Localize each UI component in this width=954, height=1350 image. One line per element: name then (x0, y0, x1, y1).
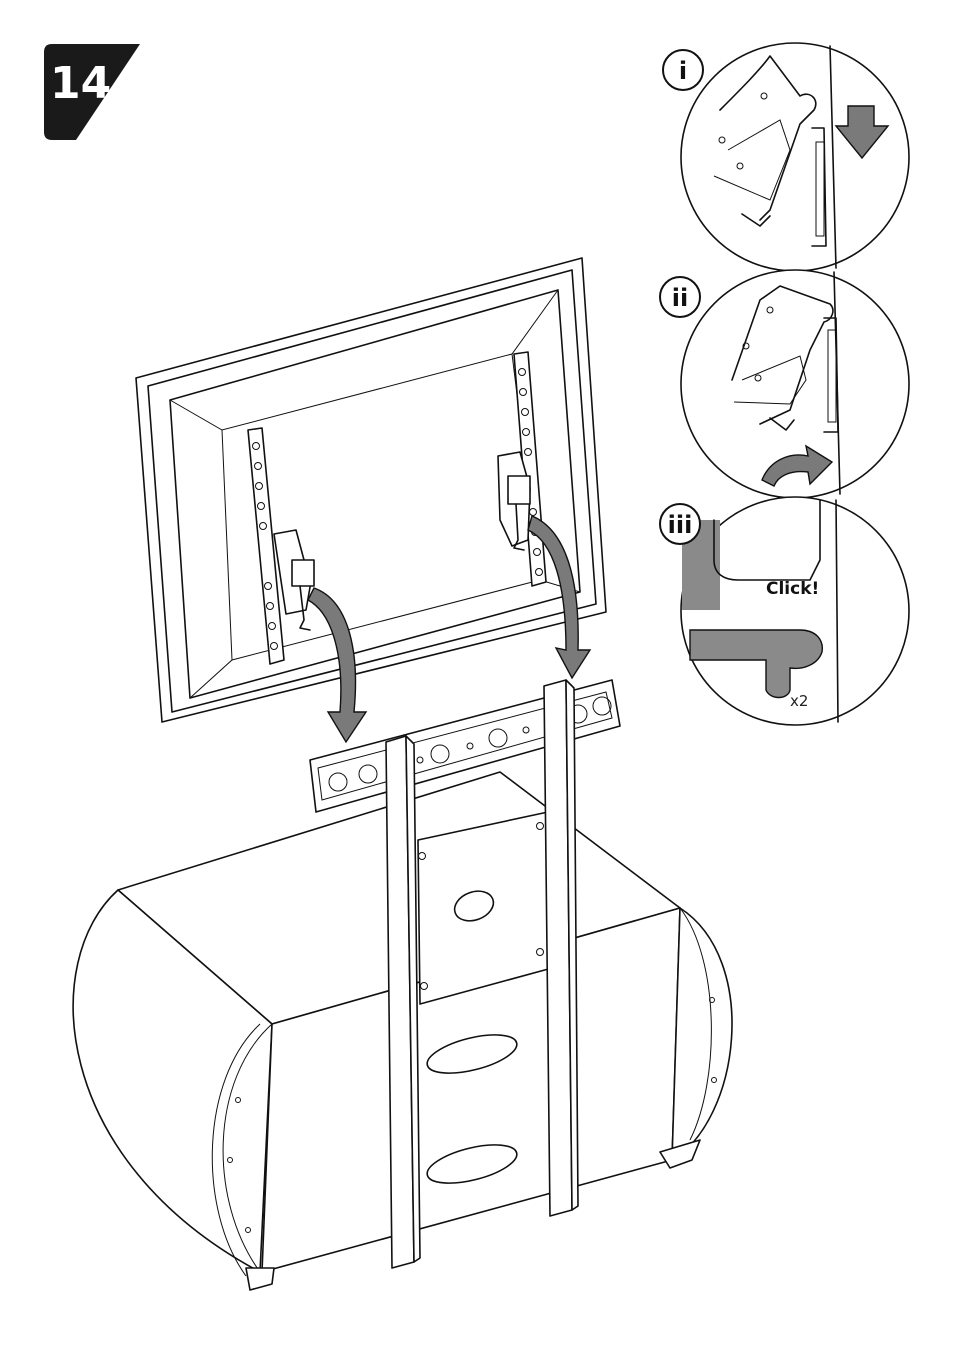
detail-ii: ii (660, 270, 909, 498)
detail-i: i (663, 43, 909, 271)
detail-iii: Click! x2 iii (660, 497, 909, 725)
detail-label-ii: ii (672, 284, 688, 312)
detail-label-i: i (679, 57, 687, 85)
upright-left (386, 736, 420, 1268)
upright-right (544, 680, 578, 1216)
detail-label-iii: iii (668, 511, 693, 539)
click-callout: Click! (766, 579, 819, 599)
quantity-multiplier: x2 (790, 692, 808, 710)
step-number: 14 (50, 58, 111, 109)
step-badge: 14 (44, 44, 140, 140)
